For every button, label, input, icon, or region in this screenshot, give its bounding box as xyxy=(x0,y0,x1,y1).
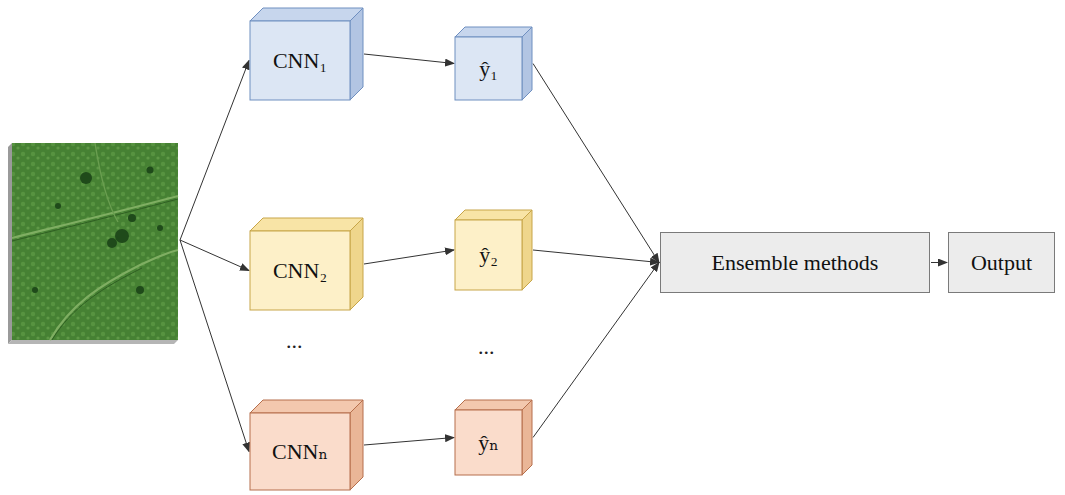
ensemble-box: Ensemble methods xyxy=(660,232,930,293)
text-area: ŷₙ xyxy=(455,410,522,475)
cube-front xyxy=(250,21,350,100)
field-track xyxy=(52,268,142,340)
satellite-image xyxy=(12,143,178,340)
connector-arrow xyxy=(533,263,659,438)
cube-top xyxy=(250,400,363,413)
image-bevel xyxy=(8,340,178,344)
image-bevel xyxy=(8,143,12,344)
connector-arrow xyxy=(533,250,659,263)
cnn-cube: CNNₙ xyxy=(250,400,363,490)
text-area: ŷ₁ xyxy=(455,37,522,100)
cube-front xyxy=(455,410,522,475)
input-arrow xyxy=(180,240,249,271)
connector-arrow xyxy=(931,262,947,263)
field-track xyxy=(12,199,178,241)
node-text: CNN₂ xyxy=(273,258,327,284)
field-track xyxy=(12,196,178,238)
cube-front xyxy=(250,413,350,490)
output-box: Output xyxy=(948,232,1055,293)
cube-side xyxy=(350,218,363,310)
input-arrow xyxy=(180,61,249,241)
cube-side xyxy=(350,8,363,100)
cube-front xyxy=(455,37,522,100)
node-text: CNN₁ xyxy=(273,48,327,74)
tree-clumps xyxy=(32,167,163,295)
node-text: ŷₙ xyxy=(478,430,499,456)
cube-side xyxy=(522,400,532,475)
cube-top xyxy=(250,8,363,21)
node-text: Output xyxy=(971,250,1032,276)
cube-side xyxy=(350,400,363,490)
prediction-cube: ŷₙ xyxy=(455,400,532,475)
connector-arrow xyxy=(364,250,454,264)
connector-arrow xyxy=(364,438,454,446)
cube-top xyxy=(455,210,532,220)
text-area: Output xyxy=(949,233,1054,292)
cube-side xyxy=(522,27,532,100)
field-track xyxy=(50,250,178,340)
field-track xyxy=(95,143,118,222)
text-area: Ensemble methods xyxy=(661,233,929,292)
node-text: ŷ₁ xyxy=(479,56,498,82)
cube-side xyxy=(522,210,532,290)
cube-front xyxy=(250,231,350,310)
node-text: Ensemble methods xyxy=(712,250,879,276)
ellipsis-label: ... xyxy=(478,334,495,360)
prediction-cube: ŷ₁ xyxy=(455,27,532,100)
cube-top xyxy=(250,218,363,231)
cube-top xyxy=(455,27,532,37)
text-area: CNNₙ xyxy=(250,413,350,490)
text-area: CNN₂ xyxy=(250,231,350,310)
cube-top xyxy=(455,400,532,410)
cnn-cube: CNN₁ xyxy=(250,8,363,100)
cnn-cube: CNN₂ xyxy=(250,218,363,310)
text-area: ŷ₂ xyxy=(455,220,522,290)
node-text: CNNₙ xyxy=(272,439,328,465)
node-text: ŷ₂ xyxy=(479,242,498,268)
text-area: CNN₁ xyxy=(250,21,350,100)
ellipsis-label: ... xyxy=(286,328,303,354)
cube-front xyxy=(455,220,522,290)
image-texture xyxy=(12,143,178,340)
connector-arrow xyxy=(533,64,659,263)
connector-arrow xyxy=(364,54,454,64)
prediction-cube: ŷ₂ xyxy=(455,210,532,290)
input-arrow xyxy=(180,240,249,452)
